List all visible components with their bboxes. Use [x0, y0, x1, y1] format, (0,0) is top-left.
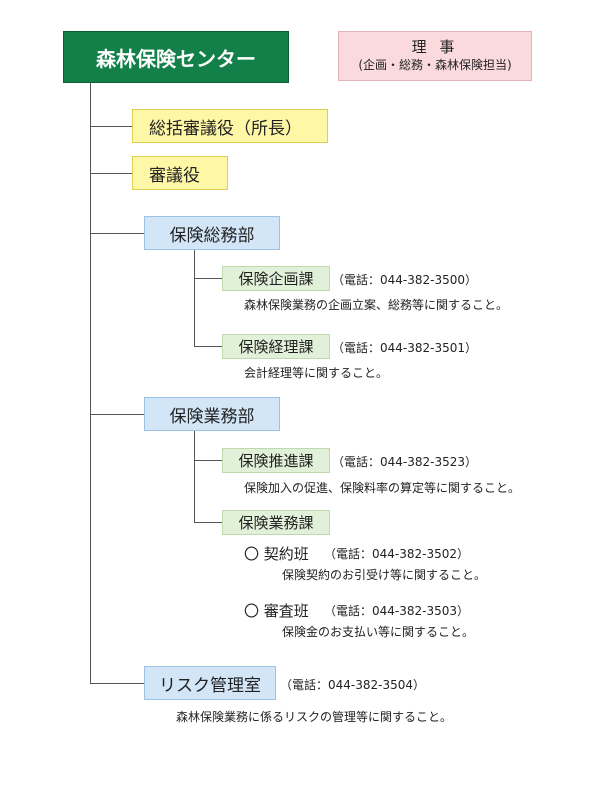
center-title-box: 森林保険センター [63, 31, 289, 83]
branch-line-counselor [90, 173, 132, 174]
phone-review: （電話：044-382-3503） [324, 604, 470, 618]
branch-line-general-counselor [90, 126, 132, 127]
phone-risk-office: （電話：044-382-3504） [280, 678, 426, 692]
branch-line-promotion-section [194, 460, 222, 461]
section-box-accounting: 保険経理課 [222, 334, 330, 359]
section-box-business: 保険業務課 [222, 510, 330, 535]
main-trunk-line [90, 83, 91, 683]
dept-box-general-affairs: 保険総務部 [144, 216, 280, 250]
section-box-promotion: 保険推進課 [222, 448, 330, 473]
phone-planning: （電話：044-382-3500） [332, 273, 478, 287]
desc-accounting: 会計経理等に関すること。 [244, 366, 389, 380]
subsection-review-label: 〇 審査班 [244, 602, 309, 620]
branch-line-business-section [194, 522, 222, 523]
desc-review: 保険金のお支払い等に関すること。 [282, 625, 475, 639]
desc-promotion: 保険加入の促進、保険料率の算定等に関すること。 [244, 481, 521, 495]
subsection-contract-label: 〇 契約班 [244, 545, 309, 563]
desc-contract: 保険契約のお引受け等に関すること。 [282, 568, 487, 582]
counselor-box: 審議役 [132, 156, 228, 190]
director-box: 理 事 (企画・総務・森林保険担当) [338, 31, 532, 81]
branch-line-planning-section [194, 278, 222, 279]
branch-line-risk-office [90, 683, 144, 684]
sub-trunk-line-operations [194, 431, 195, 522]
section-box-planning: 保険企画課 [222, 266, 330, 291]
phone-accounting: （電話：044-382-3501） [332, 341, 478, 355]
director-title: 理 事 [411, 38, 459, 57]
branch-line-accounting-section [194, 346, 222, 347]
phone-promotion: （電話：044-382-3523） [332, 455, 478, 469]
phone-contract: （電話：044-382-3502） [324, 547, 470, 561]
director-scope: (企画・総務・森林保険担当) [358, 57, 512, 72]
general-counselor-box: 総括審議役（所長） [132, 109, 328, 143]
risk-office-box: リスク管理室 [144, 666, 276, 700]
dept-box-operations: 保険業務部 [144, 397, 280, 431]
branch-line-operations-dept [90, 414, 144, 415]
desc-planning: 森林保険業務の企画立案、総務等に関すること。 [244, 298, 509, 312]
desc-risk-office: 森林保険業務に係るリスクの管理等に関すること。 [176, 710, 453, 724]
branch-line-general-affairs-dept [90, 233, 144, 234]
sub-trunk-line-general-affairs [194, 250, 195, 346]
